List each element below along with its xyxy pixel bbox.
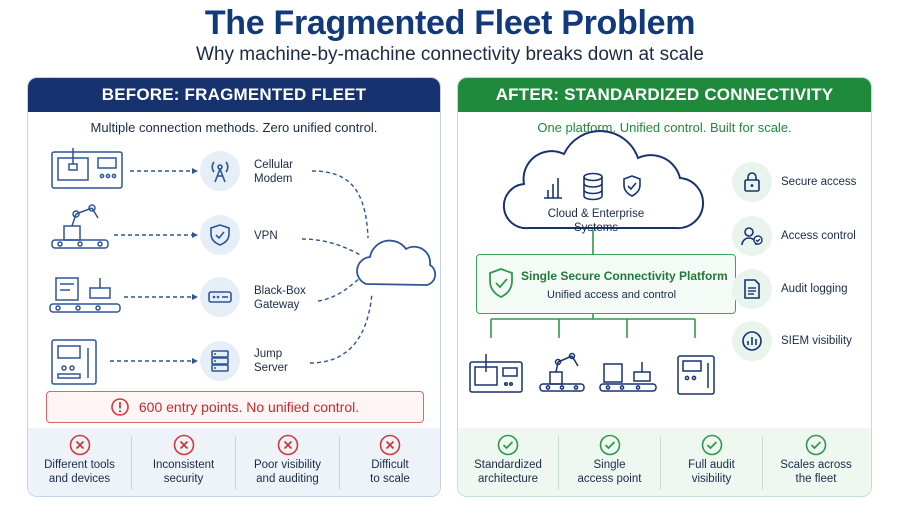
feature-label-access: Access control xyxy=(781,230,856,242)
before-panel: BEFORE: FRAGMENTED FLEET Multiple connec… xyxy=(27,77,441,497)
check-circle-icon xyxy=(701,434,722,456)
cnc-machine-icon xyxy=(51,148,123,189)
feature-label-siem: SIEM visibility xyxy=(781,335,852,347)
check-circle-icon xyxy=(599,434,620,456)
chart-icon xyxy=(742,331,762,351)
robot-arm-icon xyxy=(51,204,109,249)
before-connectors xyxy=(49,148,437,385)
x-circle-icon xyxy=(173,434,194,456)
after-panel: AFTER: STANDARDIZED CONNECTIVITY One pla… xyxy=(457,77,872,497)
method-circle-jump xyxy=(200,341,240,381)
method-circle-vpn xyxy=(200,215,240,255)
cloud-label: Cloud & Enterprise Systems xyxy=(547,208,645,234)
before-header: BEFORE: FRAGMENTED FLEET xyxy=(28,78,440,112)
feature-circle-siem xyxy=(732,321,772,361)
after-diagram xyxy=(469,130,715,395)
server-icon xyxy=(211,350,229,372)
platform-title: Single Secure Connectivity Platform xyxy=(521,269,728,283)
cloud-icon xyxy=(356,239,437,286)
entry-points-alert: 600 entry points. No unified control. xyxy=(46,391,424,423)
x-circle-icon xyxy=(379,434,401,456)
method-label-vpn: VPN xyxy=(254,230,278,242)
control-cabinet-icon xyxy=(677,355,715,395)
database-icon xyxy=(583,172,603,201)
lock-icon xyxy=(744,172,760,192)
control-cabinet-icon xyxy=(51,339,97,385)
platform-shield-icon xyxy=(489,268,513,299)
antenna-icon xyxy=(211,161,229,183)
method-circle-gateway xyxy=(200,277,240,317)
user-check-icon xyxy=(741,227,763,246)
before-tagline: Multiple connection methods. Zero unifie… xyxy=(90,120,378,135)
enterprise-cloud-icon xyxy=(502,130,705,230)
connectivity-platform-box: Single Secure Connectivity Platform Unif… xyxy=(476,254,736,314)
feature-circle-access xyxy=(732,216,772,256)
page-title: The Fragmented Fleet Problem xyxy=(204,4,696,42)
check-circle-icon xyxy=(497,434,519,456)
shield-icon xyxy=(210,224,230,246)
document-icon xyxy=(744,279,760,299)
conveyor-icon xyxy=(49,277,121,313)
x-circle-icon xyxy=(277,434,298,456)
bar-chart-icon xyxy=(544,178,562,199)
feature-circle-secure xyxy=(732,162,772,202)
warning-icon xyxy=(111,398,129,416)
check-circle-icon xyxy=(805,434,827,456)
gateway-icon xyxy=(208,291,232,303)
feature-circle-audit xyxy=(732,269,772,309)
cloud-shield-icon xyxy=(623,175,641,197)
after-header: AFTER: STANDARDIZED CONNECTIVITY xyxy=(458,78,871,112)
robot-arm-icon xyxy=(539,352,585,392)
page-subtitle: Why machine-by-machine connectivity brea… xyxy=(196,44,704,65)
feature-label-secure: Secure access xyxy=(781,176,857,188)
x-circle-icon xyxy=(69,434,90,456)
conveyor-icon xyxy=(599,362,657,392)
alert-text: 600 entry points. No unified control. xyxy=(138,399,360,415)
method-circle-cellular xyxy=(200,151,240,191)
cnc-machine-icon xyxy=(469,354,523,393)
platform-subtitle: Unified access and control xyxy=(547,289,677,301)
feature-label-audit: Audit logging xyxy=(781,283,848,295)
